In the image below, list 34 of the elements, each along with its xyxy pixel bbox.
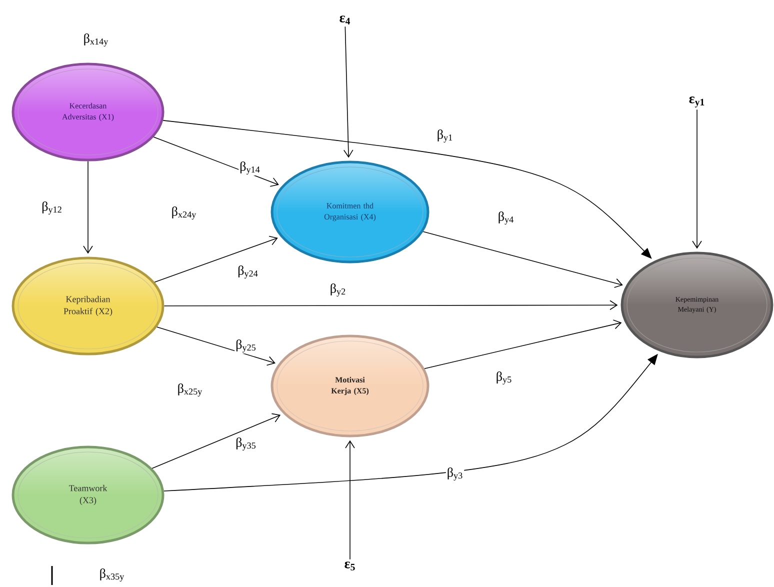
arrow [692, 109, 702, 249]
edge-label: β$_{y24}$ [236, 264, 260, 280]
ellipse-node: Motivasi Kerja (X5) [270, 334, 430, 438]
ellipse-node: Teamwork (X3) [12, 446, 164, 544]
arrow [164, 300, 618, 310]
edge-label: β$_{y5}$ [494, 370, 514, 386]
edge-label: β$_{y25}$ [234, 338, 258, 354]
arrow [345, 440, 355, 560]
edge-label: β$_{y1}$ [436, 128, 454, 144]
arrow [162, 120, 652, 259]
arrow [152, 413, 281, 469]
coefficient-label: β$_{x35y}$ [100, 568, 124, 582]
edge-label: β$_{y14}$ [238, 160, 262, 176]
arrow [154, 236, 278, 282]
arrow [424, 320, 622, 369]
edge-label: β$_{y12}$ [40, 200, 64, 216]
arrow [344, 26, 354, 158]
arrow [156, 326, 276, 366]
coefficient-label: β$_{x25y}$ [178, 384, 202, 396]
edge-label: β$_{y35}$ [234, 436, 258, 452]
error-term-label: ε$_{y1}$ [689, 96, 704, 108]
error-term-label: ε$_{5}$ [344, 562, 355, 570]
arrow [83, 160, 93, 254]
ellipse-node: Komitmen thd Organisasi (X4) [270, 160, 430, 264]
ellipse-node: Kecerdasan Adversitas (X1) [12, 62, 164, 162]
edge-label: β$_{y3}$ [446, 466, 464, 482]
arrow [153, 136, 279, 187]
edge-label: β$_{y2}$ [328, 282, 348, 298]
arrow [422, 231, 623, 288]
coefficient-label: β$_{x24y}$ [172, 206, 196, 220]
coefficient-label: β$_{x14y}$ [84, 34, 108, 46]
error-term-label: ε$_{4}$ [340, 16, 350, 24]
ellipse-node: Kepribadian Proaktif (X2) [12, 256, 164, 356]
edge-label: β$_{y4}$ [496, 210, 516, 226]
